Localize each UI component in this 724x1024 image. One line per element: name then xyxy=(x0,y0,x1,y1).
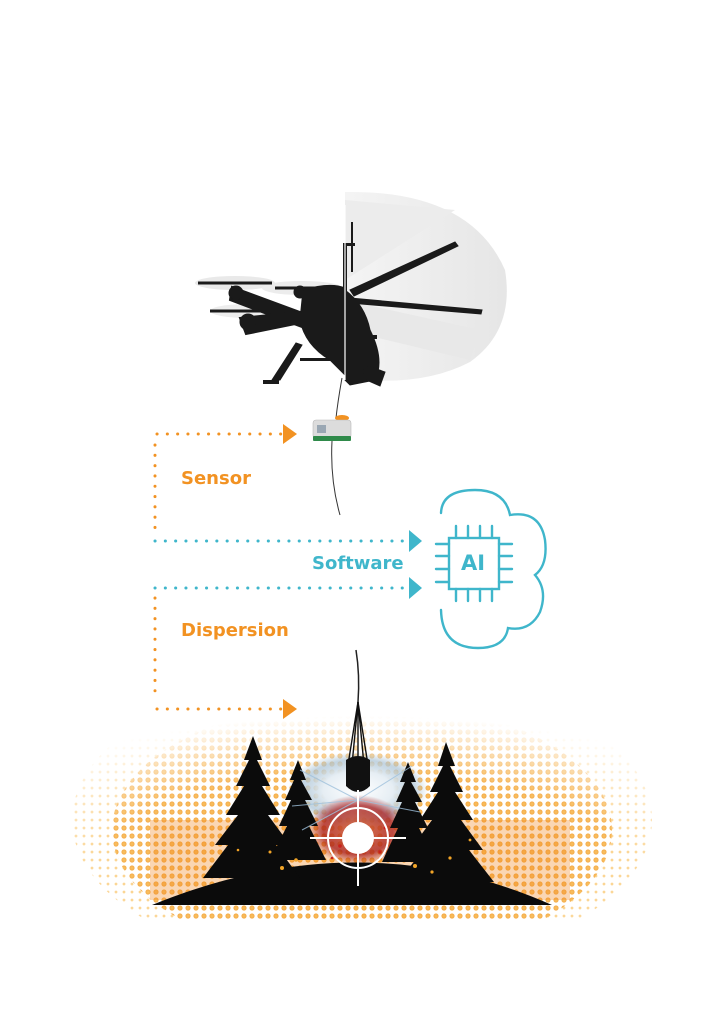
software-arrow-bottom-icon xyxy=(409,577,422,599)
dispersion-arrow-icon xyxy=(283,699,297,719)
software-arrow-top-icon xyxy=(409,530,422,552)
ai-chip-label: AI xyxy=(461,551,486,575)
sensor-flow-line xyxy=(153,424,297,532)
software-flow-line xyxy=(153,530,422,599)
software-label: Software xyxy=(312,553,404,574)
dispersion-flow-line xyxy=(153,596,297,719)
sensor-label: Sensor xyxy=(181,468,251,489)
dispersion-label: Dispersion xyxy=(181,620,289,641)
sensor-arrow-icon xyxy=(283,424,297,444)
